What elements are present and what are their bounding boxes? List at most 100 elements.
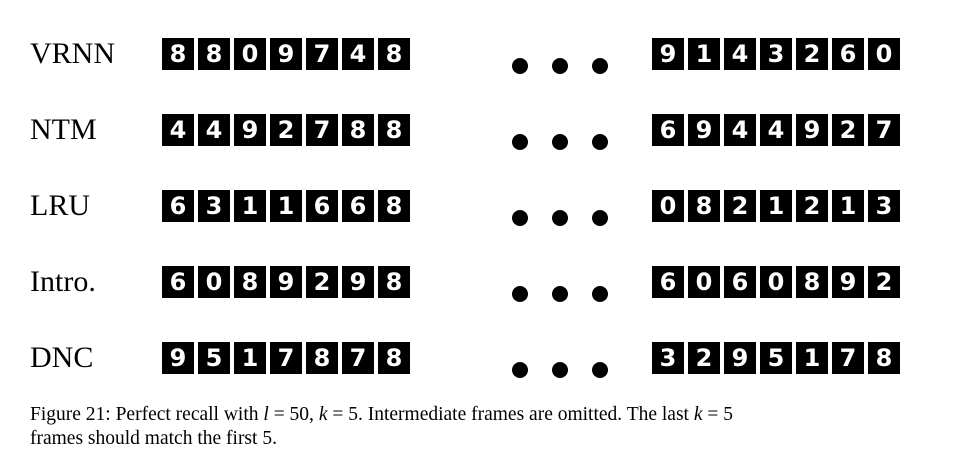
last-frames: 3 2 9 5 1 7 8 xyxy=(652,342,900,374)
digit-frame: 7 xyxy=(270,342,302,374)
caption-k-value-2: = 5 xyxy=(702,404,734,425)
digit-frame: 3 xyxy=(198,190,230,222)
digit-frame: 8 xyxy=(306,342,338,374)
digit-frame: 7 xyxy=(306,114,338,146)
digit-frame: 9 xyxy=(652,38,684,70)
digit-frame: 6 xyxy=(832,38,864,70)
row-lru: LRU 6 3 1 1 6 6 8 0 8 2 1 2 1 3 xyxy=(0,186,978,226)
digit-frame: 8 xyxy=(378,38,410,70)
digit-frame: 8 xyxy=(796,266,828,298)
dot xyxy=(592,58,608,74)
digit-frame: 7 xyxy=(832,342,864,374)
figure-caption: Figure 21: Perfect recall with l = 50, k… xyxy=(30,403,970,451)
ellipsis xyxy=(512,134,612,152)
last-frames: 9 1 4 3 2 6 0 xyxy=(652,38,900,70)
first-frames: 4 4 9 2 7 8 8 xyxy=(162,114,410,146)
digit-frame: 8 xyxy=(378,114,410,146)
caption-l-value: = 50, xyxy=(268,404,319,425)
ellipsis xyxy=(512,58,612,76)
digit-frame: 0 xyxy=(760,266,792,298)
row-ntm: NTM 4 4 9 2 7 8 8 6 9 4 4 9 2 7 xyxy=(0,110,978,150)
row-label: LRU xyxy=(30,189,90,222)
row-label: VRNN xyxy=(30,37,116,70)
ellipsis xyxy=(512,210,612,228)
digit-frame: 6 xyxy=(162,190,194,222)
digit-frame: 1 xyxy=(234,342,266,374)
dot xyxy=(592,210,608,226)
digit-frame: 4 xyxy=(162,114,194,146)
ellipsis xyxy=(512,286,612,304)
digit-frame: 5 xyxy=(760,342,792,374)
digit-frame: 8 xyxy=(198,38,230,70)
dot xyxy=(552,58,568,74)
dot xyxy=(512,362,528,378)
digit-frame: 0 xyxy=(868,38,900,70)
first-frames: 6 3 1 1 6 6 8 xyxy=(162,190,410,222)
caption-k-value: = 5. Intermediate frames are omitted. Th… xyxy=(327,404,694,425)
digit-frame: 4 xyxy=(342,38,374,70)
dot xyxy=(592,286,608,302)
digit-frame: 6 xyxy=(162,266,194,298)
digit-frame: 7 xyxy=(868,114,900,146)
digit-frame: 9 xyxy=(270,266,302,298)
digit-frame: 9 xyxy=(832,266,864,298)
dot xyxy=(512,58,528,74)
digit-frame: 9 xyxy=(342,266,374,298)
digit-frame: 2 xyxy=(796,190,828,222)
digit-frame: 4 xyxy=(198,114,230,146)
digit-frame: 0 xyxy=(688,266,720,298)
digit-frame: 9 xyxy=(234,114,266,146)
digit-frame: 8 xyxy=(234,266,266,298)
digit-frame: 1 xyxy=(832,190,864,222)
caption-var-k-2: k xyxy=(693,404,703,425)
dot xyxy=(552,134,568,150)
digit-frame: 0 xyxy=(234,38,266,70)
digit-frame: 6 xyxy=(652,114,684,146)
first-frames: 9 5 1 7 8 7 8 xyxy=(162,342,410,374)
last-frames: 0 8 2 1 2 1 3 xyxy=(652,190,900,222)
digit-frame: 1 xyxy=(270,190,302,222)
digit-frame: 8 xyxy=(378,266,410,298)
digit-frame: 2 xyxy=(688,342,720,374)
digit-frame: 2 xyxy=(868,266,900,298)
dot xyxy=(552,210,568,226)
digit-frame: 6 xyxy=(724,266,756,298)
digit-frame: 5 xyxy=(198,342,230,374)
digit-frame: 9 xyxy=(270,38,302,70)
dot xyxy=(552,362,568,378)
digit-frame: 2 xyxy=(270,114,302,146)
digit-frame: 8 xyxy=(688,190,720,222)
ellipsis xyxy=(512,362,612,380)
digit-frame: 6 xyxy=(342,190,374,222)
caption-prefix: Figure 21: Perfect recall with xyxy=(30,404,264,425)
digit-frame: 9 xyxy=(688,114,720,146)
digit-frame: 8 xyxy=(342,114,374,146)
row-vrnn: VRNN 8 8 0 9 7 4 8 9 1 4 3 2 6 0 xyxy=(0,34,978,74)
digit-frame: 4 xyxy=(724,38,756,70)
digit-frame: 1 xyxy=(796,342,828,374)
digit-frame: 0 xyxy=(652,190,684,222)
dot xyxy=(512,134,528,150)
digit-frame: 8 xyxy=(378,342,410,374)
digit-frame: 2 xyxy=(832,114,864,146)
digit-frame: 8 xyxy=(868,342,900,374)
first-frames: 6 0 8 9 2 9 8 xyxy=(162,266,410,298)
digit-frame: 9 xyxy=(724,342,756,374)
digit-frame: 1 xyxy=(234,190,266,222)
caption-line-1: Figure 21: Perfect recall with l = 50, k… xyxy=(30,403,970,427)
digit-frame: 9 xyxy=(162,342,194,374)
digit-frame: 1 xyxy=(760,190,792,222)
row-dnc: DNC 9 5 1 7 8 7 8 3 2 9 5 1 7 8 xyxy=(0,338,978,378)
row-label: Intro. xyxy=(30,265,96,298)
dot xyxy=(512,286,528,302)
digit-frame: 3 xyxy=(868,190,900,222)
digit-frame: 6 xyxy=(652,266,684,298)
digit-frame: 3 xyxy=(760,38,792,70)
digit-frame: 1 xyxy=(688,38,720,70)
digit-frame: 6 xyxy=(306,190,338,222)
dot xyxy=(592,362,608,378)
row-label: NTM xyxy=(30,113,97,146)
caption-var-l: l xyxy=(263,404,269,425)
digit-frame: 2 xyxy=(796,38,828,70)
